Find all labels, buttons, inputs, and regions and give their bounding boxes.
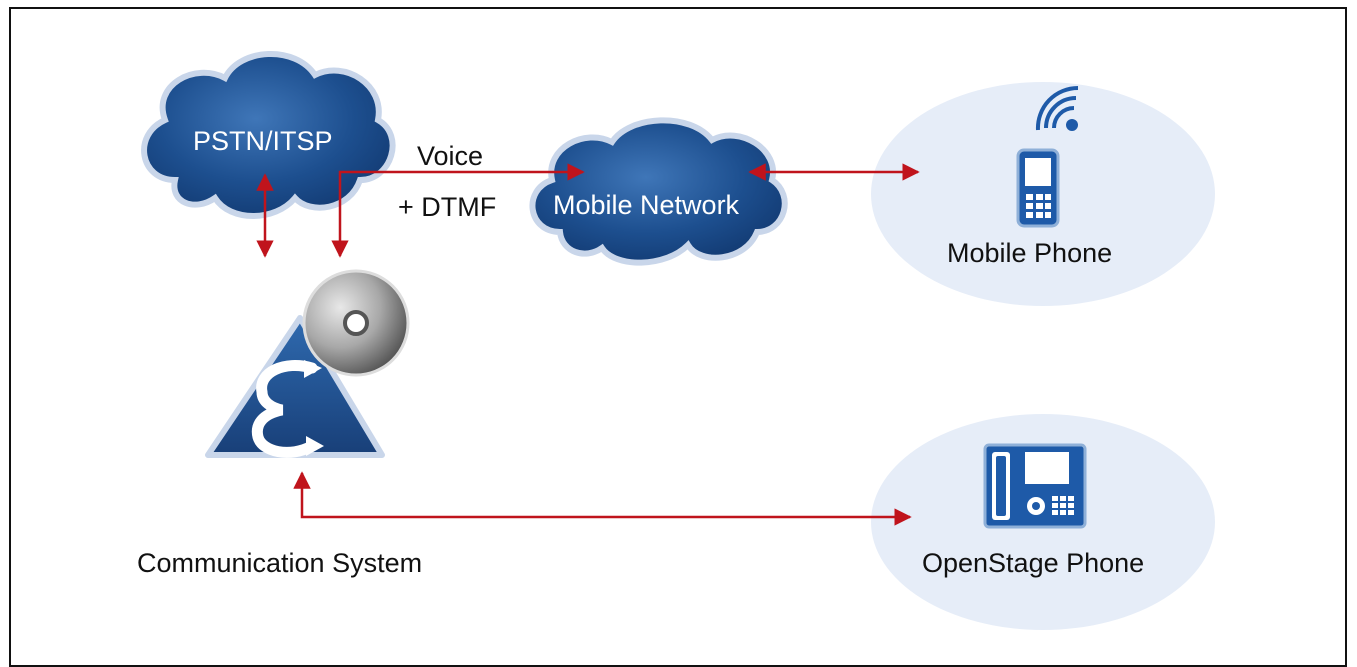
pstn-label: PSTN/ITSP — [193, 126, 333, 156]
communication-system-icon — [205, 269, 410, 458]
voice-label: Voice — [417, 141, 484, 171]
mobile-network-label: Mobile Network — [553, 190, 740, 220]
dtmf-label: + DTMF — [398, 192, 497, 222]
communication-system-label: Communication System — [137, 548, 423, 578]
comm-openstage-arrow — [293, 471, 912, 526]
pstn-cloud-icon — [141, 51, 396, 219]
voice-dtmf-arrow — [331, 163, 585, 258]
openstage-phone-label: OpenStage Phone — [922, 548, 1145, 578]
desk-phone-icon — [983, 443, 1087, 529]
mobile-phone-icon — [1016, 85, 1079, 228]
mobile-phone-label: Mobile Phone — [947, 238, 1113, 268]
